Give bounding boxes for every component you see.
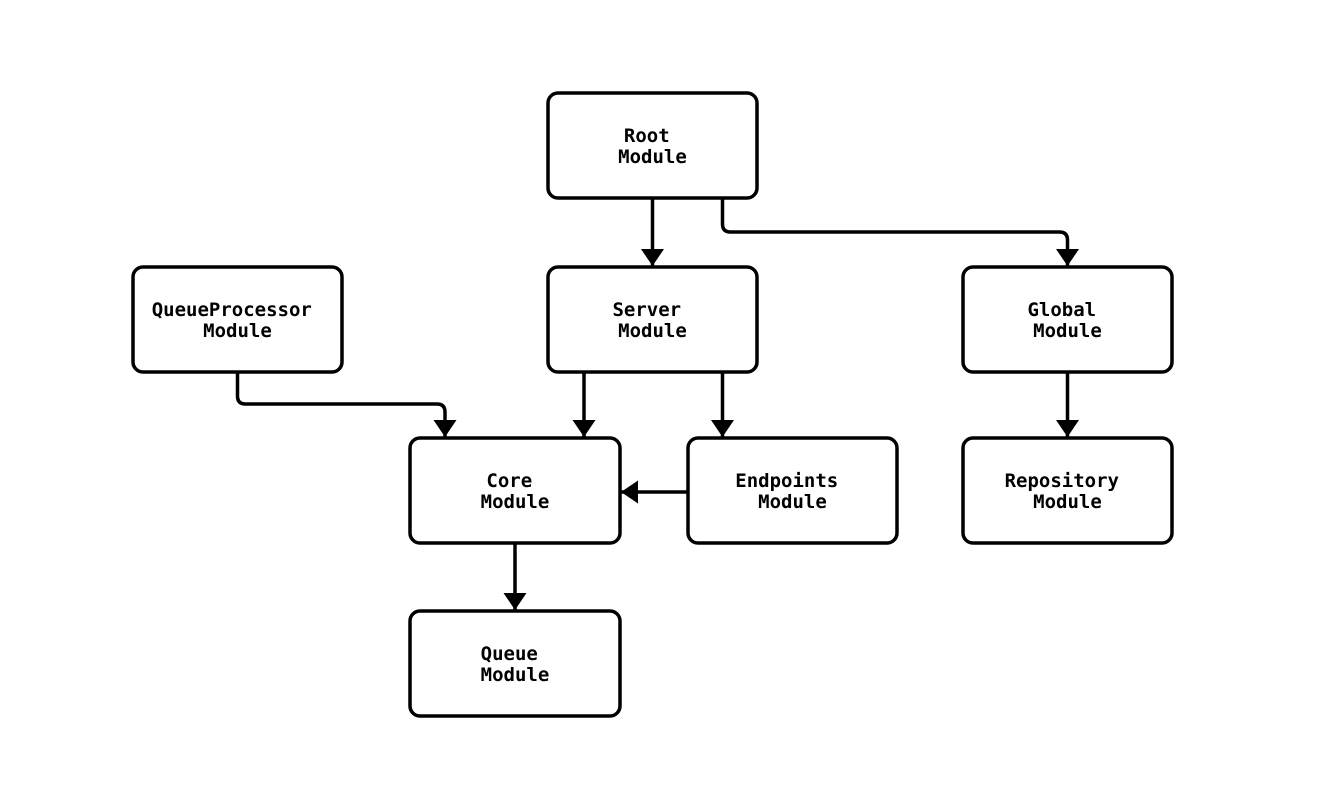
node-label-line2: Module: [758, 491, 827, 513]
node-box: [686, 436, 899, 545]
node-label: Core Module: [481, 470, 550, 513]
node-label-line2: Module: [1033, 320, 1102, 342]
node-label-line2: Module: [203, 320, 272, 342]
node-label: Queue Module: [481, 643, 550, 686]
node-queue-module: Queue Module: [408, 609, 622, 718]
node-server-module: Server Module: [546, 265, 759, 374]
node-repository-module: Repository Module: [961, 436, 1174, 545]
node-label-line2: Module: [1033, 491, 1102, 513]
node-box: [131, 265, 344, 374]
node-label-line1: Repository: [1005, 470, 1119, 492]
node-core-module: Core Module: [408, 436, 622, 545]
node-box: [546, 91, 759, 200]
node-box: [961, 265, 1174, 374]
node-box: [408, 436, 622, 545]
node-label-line1: Server: [612, 299, 681, 321]
node-label: QueueProcessor Module: [152, 299, 324, 342]
node-label-line2: Module: [481, 664, 550, 686]
node-label: Root Module: [618, 125, 687, 168]
edge-root-to-global: [720, 198, 1079, 266]
edge-queueprocessor-to-core: [235, 372, 457, 437]
node-label-line1: Core: [486, 470, 532, 492]
node-endpoints-module: Endpoints Module: [686, 436, 899, 545]
node-label-line2: Module: [481, 491, 550, 513]
node-label-line1: QueueProcessor: [152, 299, 312, 321]
node-label: Endpoints Module: [735, 470, 849, 513]
node-label-line1: Endpoints: [735, 470, 838, 492]
node-root-module: Root Module: [546, 91, 759, 200]
node-label-line1: Queue: [481, 643, 538, 665]
node-box: [408, 609, 622, 718]
node-label-line1: Global: [1027, 299, 1096, 321]
node-box: [546, 265, 759, 374]
node-queueprocessor-module: QueueProcessor Module: [131, 265, 344, 374]
node-box: [961, 436, 1174, 545]
node-label-line2: Module: [618, 146, 687, 168]
node-label-line1: Root: [624, 125, 670, 147]
node-label: Server Module: [612, 299, 692, 342]
node-global-module: Global Module: [961, 265, 1174, 374]
node-label: Global Module: [1027, 299, 1107, 342]
edges-layer: [235, 198, 1079, 610]
node-label: Repository Module: [1005, 470, 1131, 513]
node-label-line2: Module: [618, 320, 687, 342]
